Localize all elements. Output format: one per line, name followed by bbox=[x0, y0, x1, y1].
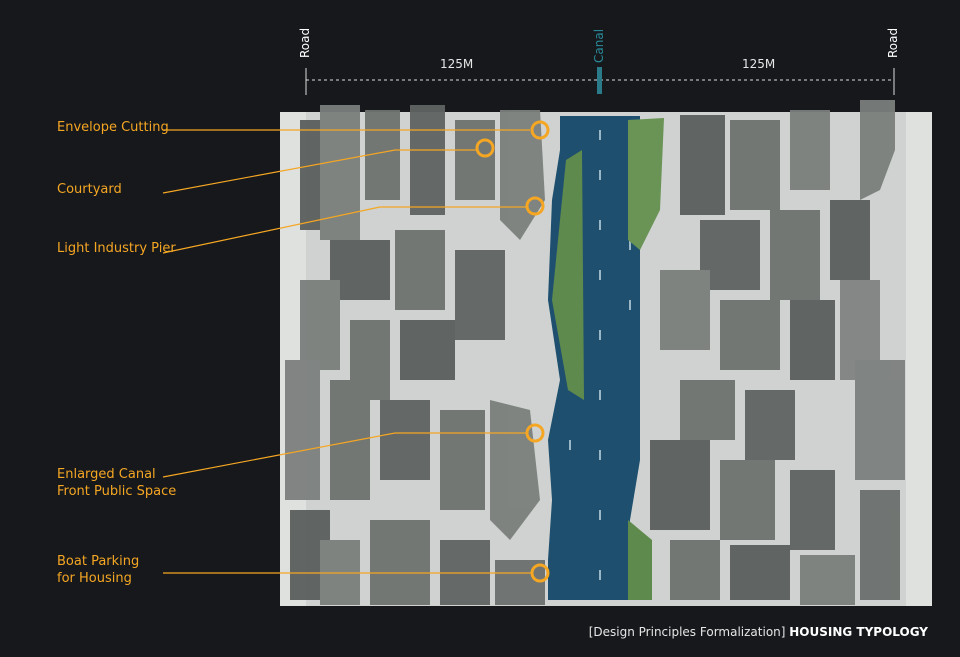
callout-boat-parking: Boat Parking for Housing bbox=[57, 554, 140, 586]
green-island-bottom bbox=[628, 520, 652, 600]
green-island-left bbox=[552, 150, 584, 400]
dimension-left: 125M bbox=[440, 57, 474, 71]
callout-enlarged-canal: Enlarged Canal Front Public Space bbox=[57, 467, 177, 499]
figure-caption: [Design Principles Formalization] HOUSIN… bbox=[589, 625, 928, 639]
marker-light-industry-pier bbox=[525, 196, 545, 216]
green-island-right bbox=[628, 118, 664, 250]
marker-canal-front bbox=[525, 423, 545, 443]
marker-boat-parking bbox=[530, 563, 550, 583]
dimension-line bbox=[305, 67, 895, 95]
callout-courtyard: Courtyard bbox=[57, 182, 122, 197]
callout-lines bbox=[162, 129, 532, 574]
marker-envelope-cutting bbox=[530, 120, 550, 140]
canal bbox=[548, 116, 640, 600]
marker-courtyard bbox=[475, 138, 495, 158]
callout-envelope-cutting: Envelope Cutting bbox=[57, 120, 169, 135]
dimension-right: 125M bbox=[742, 57, 776, 71]
caption-prefix: [Design Principles Formalization] bbox=[588, 625, 790, 639]
callout-light-industry-pier: Light Industry Pier bbox=[57, 241, 176, 256]
caption-title: HOUSING TYPOLOGY bbox=[789, 625, 928, 639]
site-plan bbox=[280, 100, 932, 606]
